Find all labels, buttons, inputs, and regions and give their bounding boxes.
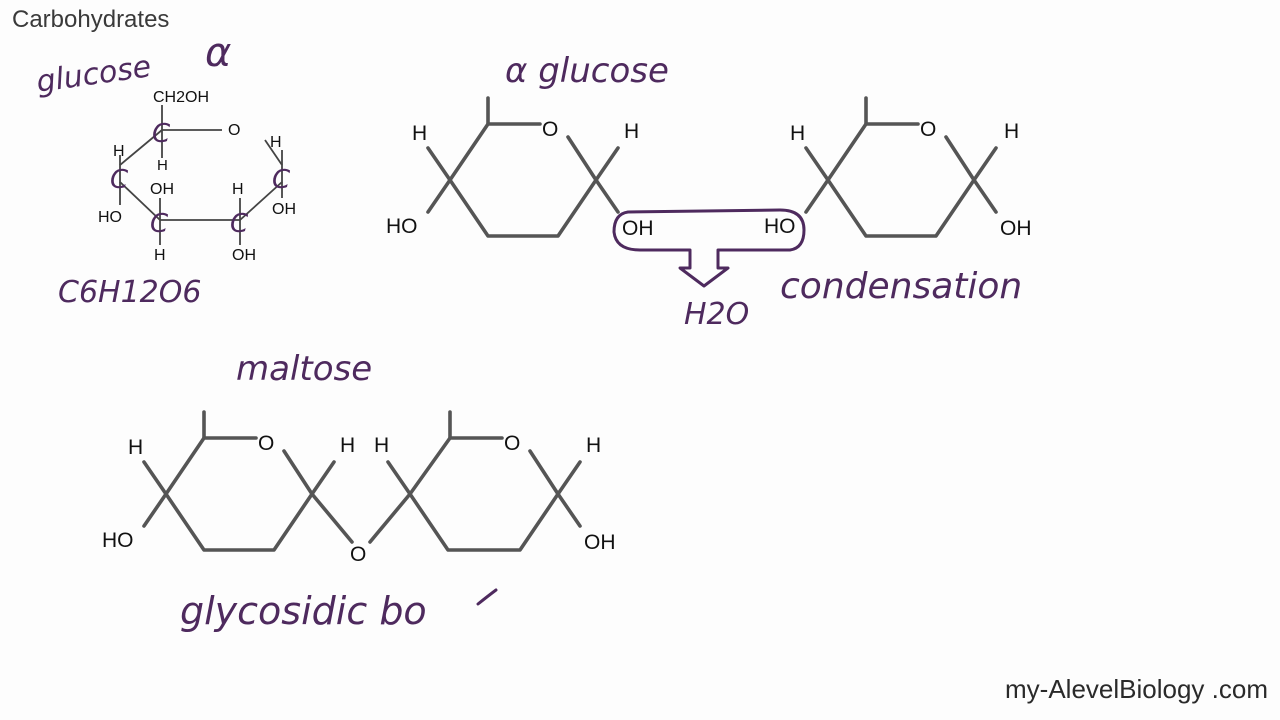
site-watermark: my-AlevelBiology .com <box>1005 674 1268 704</box>
atom-oh: OH <box>584 531 616 554</box>
glucose-h-c1: H <box>270 134 282 151</box>
glucose-h-c2: H <box>232 181 244 198</box>
note-alpha: α <box>205 30 231 76</box>
glucose-h-c5b: H <box>157 157 168 174</box>
ring-bonds <box>448 122 598 238</box>
note-glucose: glucose <box>34 49 153 100</box>
note-glycosidic: glycosidic bo <box>180 589 427 633</box>
glucose-c-mark: C <box>272 165 291 195</box>
atom-ho: HO <box>102 529 134 552</box>
atom-ho: HO <box>386 215 418 238</box>
atom-h: H <box>340 434 355 457</box>
atom-h: H <box>412 122 427 145</box>
glucose-ring-o-label: O <box>228 122 240 139</box>
atom-ring-o: O <box>258 432 274 455</box>
glucose-c-mark: C <box>150 209 169 239</box>
note-water: H2O <box>684 297 749 332</box>
condensation-arrow <box>612 208 806 288</box>
pen-stroke <box>476 588 498 606</box>
atom-bridge-o: O <box>350 543 366 566</box>
note-condensation: condensation <box>780 266 1022 307</box>
glucose-oh-c1: OH <box>272 201 296 218</box>
glucose-c-mark: C <box>230 209 249 239</box>
note-formula: C6H12O6 <box>58 275 201 310</box>
glucose-oh-c2: OH <box>232 247 256 264</box>
atom-ring-o: O <box>542 118 558 141</box>
maltose-structure: H O H HO O H O H OH <box>102 410 616 566</box>
note-alpha-glucose: α glucose <box>505 51 669 91</box>
glucose-oh-c3: OH <box>150 181 174 198</box>
atom-ring-o: O <box>920 118 936 141</box>
ring-bonds <box>164 436 314 552</box>
alpha-glucose-ring-right: H O H HO OH <box>764 96 1032 240</box>
glucose-structure: CH2OH O H H H HO OH H OH H OH C C C C C <box>98 89 296 264</box>
glucose-ch2oh-label: CH2OH <box>153 89 209 106</box>
glucose-h-c5: H <box>113 143 125 160</box>
atom-oh: OH <box>622 217 654 240</box>
alpha-glucose-ring-left: H O H HO OH <box>386 96 654 240</box>
atom-h: H <box>624 120 639 143</box>
glucose-ring-bonds <box>119 129 283 221</box>
atom-ho: HO <box>764 215 796 238</box>
page-title: Carbohydrates <box>12 6 170 33</box>
atom-h: H <box>128 436 143 459</box>
atom-oh: OH <box>1000 217 1032 240</box>
atom-h: H <box>374 434 389 457</box>
atom-ring-o: O <box>504 432 520 455</box>
atom-h: H <box>586 434 601 457</box>
atom-h: H <box>790 122 805 145</box>
glucose-c-mark: C <box>152 119 171 149</box>
glucose-h-c3: H <box>154 247 166 264</box>
note-maltose: maltose <box>236 349 372 389</box>
ring-bonds <box>408 436 560 552</box>
glucose-ho-c4: HO <box>98 209 122 226</box>
glucose-c-mark: C <box>110 165 129 195</box>
atom-h: H <box>1004 120 1019 143</box>
ring-bonds <box>826 122 976 238</box>
